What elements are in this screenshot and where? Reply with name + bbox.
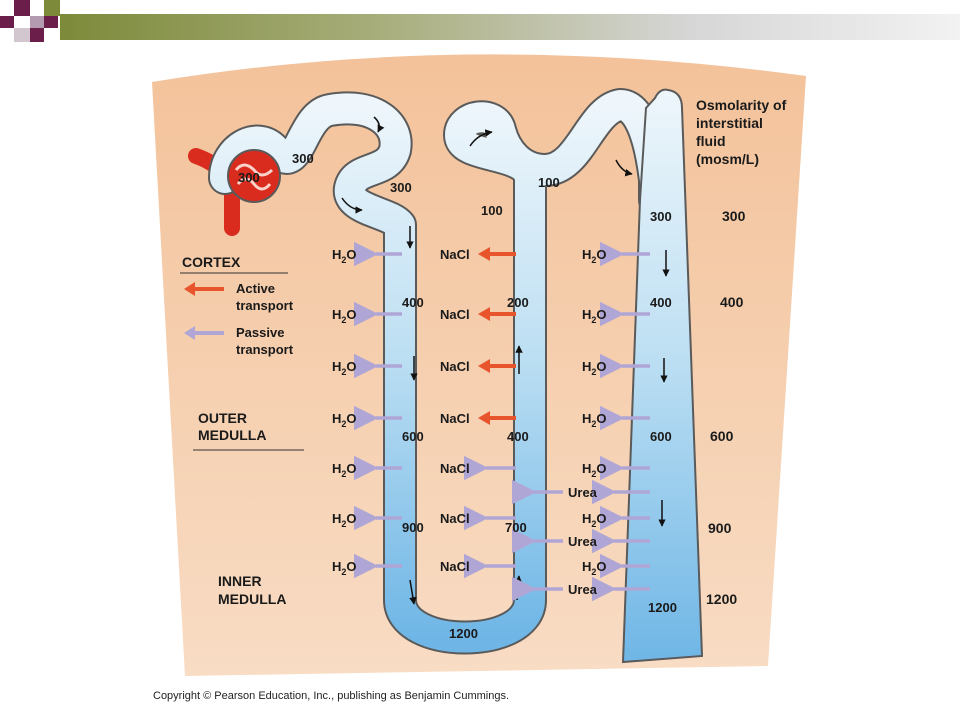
passive-transport-label-2: transport [236,342,294,357]
urea-arrows [511,479,650,602]
cortex-label: CORTEX [182,254,241,270]
ascending-value: 200 [507,295,529,310]
tubule-values: 300 300 300 400 600 900 1200 700 400 200… [238,151,677,641]
header-decoration [0,0,960,42]
salt-label: NaCl [440,411,470,426]
descending-value: 900 [402,520,424,535]
active-transport-label-2: transport [236,298,294,313]
glomerulus-value: 300 [238,170,260,185]
active-transport-label-1: Active [236,281,275,296]
water-label: H2O [582,359,607,377]
salt-label: NaCl [440,307,470,322]
water-label: H2O [332,307,357,325]
passive-salt-arrows [463,455,516,579]
passive-transport-label-1: Passive [236,325,284,340]
interstitial-value: 600 [710,428,734,444]
urea-label: Urea [568,485,598,500]
interstitial-column: Osmolarity of interstitial fluid (mosm/L… [696,97,787,607]
ascending-value: 400 [507,429,529,444]
proximal-value: 300 [292,151,314,166]
outer-medulla-label-1: OUTER [198,410,247,426]
ascending-value: 700 [505,520,527,535]
descending-value: 400 [402,295,424,310]
glomerulus [227,149,281,203]
water-label: H2O [582,307,607,325]
legend [180,272,304,451]
interstitial-value: 1200 [706,591,737,607]
water-label: H2O [332,559,357,577]
active-salt-arrows [478,247,516,425]
ascending-top-value: 100 [481,203,503,218]
proximal-value: 300 [390,180,412,195]
salt-label: NaCl [440,511,470,526]
collecting-value: 600 [650,429,672,444]
interstitial-value: 900 [708,520,732,536]
water-label: H2O [582,247,607,265]
collecting-water-arrows [599,241,650,579]
collecting-value: 400 [650,295,672,310]
copyright-notice: Copyright © Pearson Education, Inc., pub… [153,690,510,702]
legend-text: CORTEX Active transport Passive transpor… [182,254,294,607]
water-label: H2O [332,247,357,265]
salt-label: NaCl [440,359,470,374]
inner-medulla-label-2: MEDULLA [218,591,286,607]
water-label: H2O [582,461,607,479]
urea-label: Urea [568,534,598,549]
water-label: H2O [332,461,357,479]
salt-label: NaCl [440,559,470,574]
collecting-value: 1200 [648,600,677,615]
loop-bottom-value: 1200 [449,626,478,641]
collecting-value: 300 [650,209,672,224]
descending-water-arrows [353,241,402,579]
interstitial-value: 400 [720,294,744,310]
outer-medulla-label-2: MEDULLA [198,427,266,443]
interstitial-heading-1: Osmolarity of [696,97,787,113]
interstitial-heading-2: interstitial [696,115,763,131]
water-label: H2O [332,359,357,377]
water-label: H2O [582,411,607,429]
salt-label: NaCl [440,247,470,262]
interstitial-value: 300 [722,208,746,224]
water-label: H2O [582,559,607,577]
distal-value: 100 [538,175,560,190]
urea-label: Urea [568,582,598,597]
water-label: H2O [582,511,607,529]
interstitial-heading-4: (mosm/L) [696,151,759,167]
inner-medulla-label-1: INNER [218,573,262,589]
descending-value: 600 [402,429,424,444]
salt-label: NaCl [440,461,470,476]
water-label: H2O [332,511,357,529]
water-label: H2O [332,411,357,429]
interstitial-heading-3: fluid [696,133,726,149]
